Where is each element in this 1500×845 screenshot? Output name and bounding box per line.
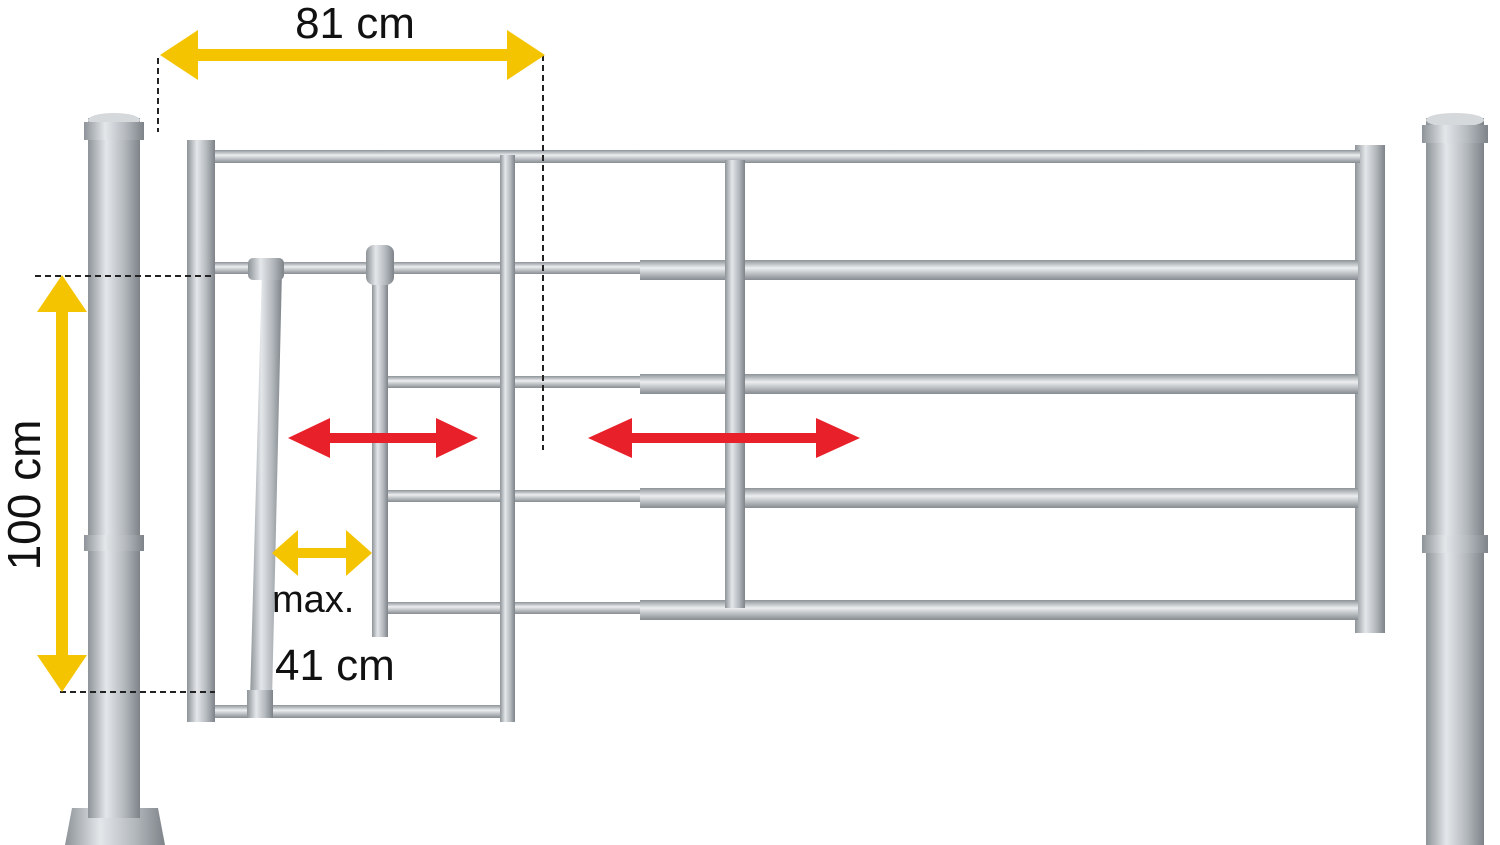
adjust-arrow-right [588,418,860,458]
height-label: 100 cm [0,420,50,571]
dimension-guides [35,55,544,693]
width-arrow [160,30,545,80]
adjust-arrow-left [288,418,478,458]
left-post [65,113,165,845]
width-label: 81 cm [295,0,415,48]
gate-frame [187,140,1385,722]
max-label: max. [272,579,354,621]
max-value-label: 41 cm [275,641,395,690]
height-arrow [37,275,87,692]
right-post [1422,113,1488,845]
max-gap-arrow [272,530,372,576]
